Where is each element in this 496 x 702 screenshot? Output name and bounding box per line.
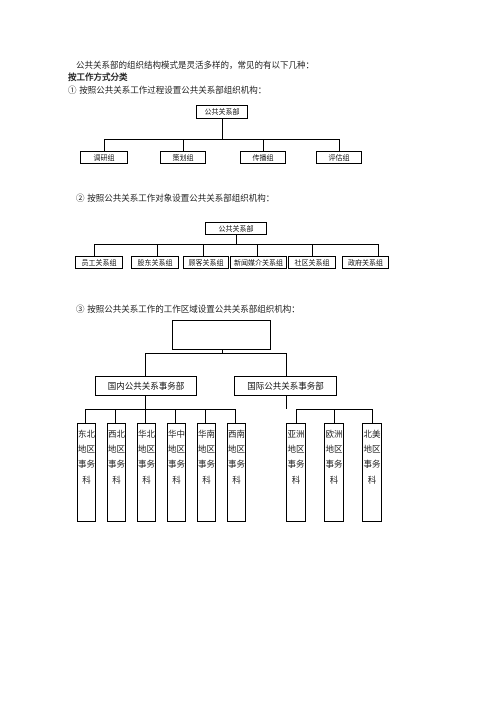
intro-text: 公共关系部的组织结构模式是灵活多样的，常见的有以下几种： [76,61,315,71]
connector-line [296,409,297,423]
chart2-child-box: 顾客关系组 [183,256,229,269]
connector-line [85,409,86,423]
connector-line [334,409,335,423]
chart1-child-box: 调研组 [80,151,128,164]
office-box-central: 华中地区事务科 [167,423,186,522]
office-box-asia: 亚洲地区事务科 [286,423,306,522]
chart1-caption: ① 按照公共关系工作过程设置公共关系部组织机构： [68,86,267,96]
chart1-child-box: 传播组 [240,151,286,164]
connector-line [372,409,373,423]
connector-line [104,139,339,140]
connector-line [339,139,340,151]
chart1-child-box: 评估组 [316,151,362,164]
chart2-child-box: 新闻媒介关系组 [230,256,287,269]
connector-line [145,409,146,423]
connector-line [157,244,158,256]
connector-line [145,353,286,354]
chart2-root-box: 公共关系部 [205,222,267,235]
connector-line [94,244,95,256]
connector-line [222,350,223,353]
chart1-child-box: 策划组 [160,151,206,164]
connector-line [203,244,204,256]
connector-line [257,244,258,256]
chart3-caption: ③ 按照公共关系工作的工作区域设置公共关系部组织机构： [76,305,300,315]
chart2-caption: ② 按照公共关系工作对象设置公共关系部组织机构： [76,194,275,204]
section-heading: 按工作方式分类 [68,73,128,83]
international-department-box: 国际公共关系事务部 [234,376,337,396]
chart2-child-box: 政府关系组 [342,256,389,269]
connector-line [145,353,146,376]
connector-line [378,244,379,256]
connector-line [85,409,235,410]
connector-line [286,396,287,409]
connector-line [175,409,176,423]
office-box-northwest: 西北地区事务科 [107,423,126,522]
office-box-europe: 欧洲地区事务科 [324,423,344,522]
office-box-southwest: 西南地区事务科 [227,423,246,522]
connector-line [145,396,146,409]
connector-line [235,409,236,423]
office-box-northeast: 东北地区事务科 [77,423,96,522]
connector-line [115,409,116,423]
chart3-root-box [172,320,271,350]
connector-line [104,139,105,151]
connector-line [205,409,206,423]
connector-line [222,119,223,139]
connector-line [286,353,287,376]
domestic-department-box: 国内公共关系事务部 [95,376,197,396]
chart2-child-box: 股东关系组 [131,256,179,269]
connector-line [263,139,264,151]
chart2-child-box: 社区关系组 [288,256,336,269]
connector-line [94,244,378,245]
office-box-south: 华南地区事务科 [197,423,216,522]
chart1-root-box: 公共关系部 [196,105,248,119]
connector-line [312,244,313,256]
chart2-child-box: 员工关系组 [75,256,123,269]
connector-line [236,235,237,244]
office-box-north: 华北地区事务科 [137,423,156,522]
office-box-north-america: 北美地区事务科 [362,423,382,522]
connector-line [183,139,184,151]
